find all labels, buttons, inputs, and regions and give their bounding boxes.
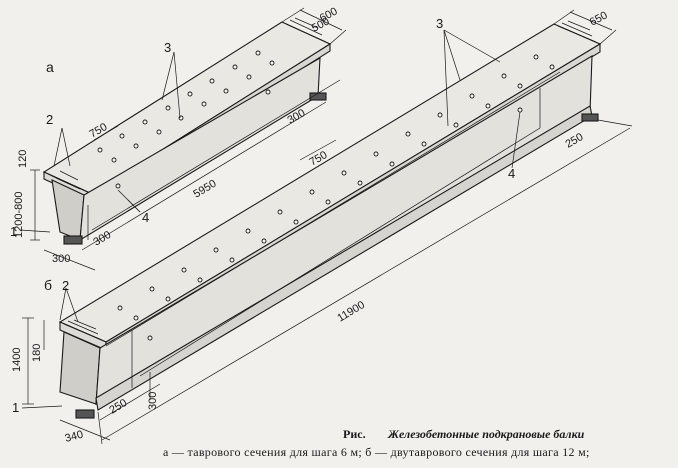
callout-a-1: 1 [10, 224, 17, 239]
dim-a-web-300: 300 [91, 229, 113, 249]
dim-b-end-250: 250 [564, 131, 586, 151]
dim-a-flange-thickness: 120 [17, 150, 29, 168]
callout-b-3: 3 [436, 16, 443, 31]
callout-b-1: 1 [12, 400, 19, 415]
beam-a-label: а [46, 59, 54, 75]
dim-a-base-300: 300 [52, 253, 70, 265]
dim-b-flange-thickness: 180 [31, 344, 43, 362]
dim-b-base-340: 340 [64, 429, 85, 445]
callout-a-2: 2 [46, 112, 53, 127]
beam-b: б 650 750 250 11900 1400 180 250 300 340… [11, 9, 633, 445]
dim-a-height: 1200-800 [13, 192, 25, 239]
callout-b-4: 4 [508, 166, 515, 181]
dim-b-length: 11900 [335, 299, 367, 325]
dim-b-flange-width: 650 [588, 9, 610, 28]
beam-a-holes [97, 50, 275, 189]
dim-b-height: 1400 [11, 348, 23, 372]
caption-prefix: Рис. [343, 427, 366, 441]
callout-a-4: 4 [142, 210, 149, 225]
caption-title: Железобетонные подкрановые балки [388, 427, 585, 441]
callout-a-3: 3 [164, 40, 171, 55]
beam-a: а 600 500 300 750 120 1200-800 5950 300 … [10, 5, 347, 271]
caption-description: а — таврового сечения для шага 6 м; б — … [163, 445, 590, 459]
callout-b-2: 2 [62, 278, 69, 293]
beam-b-label: б [44, 277, 52, 293]
dim-b-web-300: 300 [147, 392, 159, 410]
beam-b-holes [117, 54, 555, 341]
